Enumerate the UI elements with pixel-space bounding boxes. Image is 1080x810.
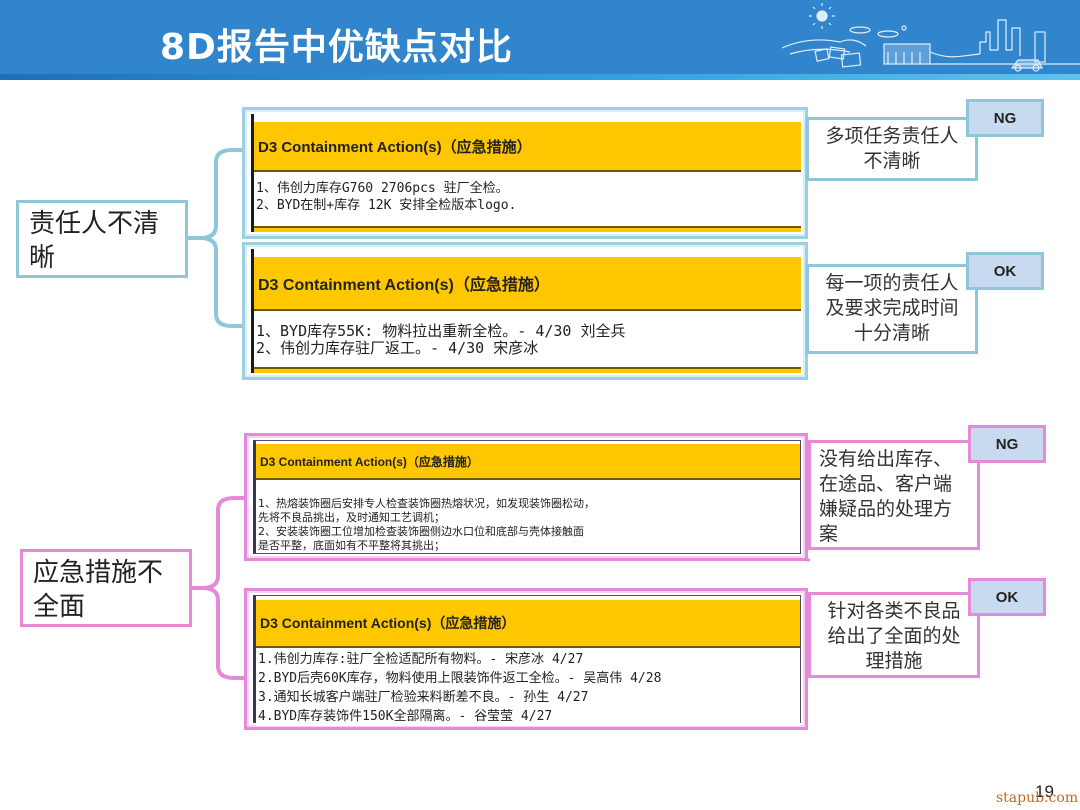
d3-footer	[254, 367, 801, 373]
d3-line: 1.伟创力库存:驻厂全检适配所有物料。- 宋彦冰 4/27	[258, 652, 584, 667]
comment-box-ng: 没有给出库存、 在途品、客户端 嫌疑品的处理方 案	[808, 440, 980, 550]
group-label-line: 全面	[33, 592, 86, 622]
d3-line: 4.BYD库存装饰件150K全部隔离。- 谷莹莹 4/27	[258, 709, 553, 724]
comment-line: 十分清晰	[853, 322, 930, 344]
d3-line: 1、热熔装饰圈后安排专人检查装饰圈热熔状况，如发现装饰圈松动，	[258, 497, 595, 510]
d3-line: 先将不良品挑出，及时通知工艺调机；	[258, 511, 445, 524]
slide-header: 8D报告中优缺点对比	[0, 0, 1080, 80]
ok-badge: OK	[968, 578, 1046, 616]
d3-line: 1、BYD库存55K: 物料拉出重新全检。- 4/30 刘全兵	[256, 322, 626, 340]
d3-line: 2、伟创力库存驻厂返工。- 4/30 宋彦冰	[256, 339, 539, 357]
comment-line: 嫌疑品的处理方	[819, 498, 953, 520]
d3-header: D3 Containment Action(s)（应急措施）	[256, 444, 800, 480]
page-number: 19	[1035, 782, 1054, 801]
comment-line: 每一项的责任人	[825, 272, 959, 294]
comment-line: 案	[819, 523, 839, 545]
d3-body: 1、BYD库存55K: 物料拉出重新全检。- 4/30 刘全兵 2、伟创力库存驻…	[254, 323, 801, 357]
comment-line: 及要求完成时间	[825, 297, 959, 319]
comment-box-ng: 多项任务责任人 不清晰	[806, 117, 978, 181]
d3-line: 1、伟创力库存G760 2706pcs 驻厂全检。	[256, 181, 509, 196]
comment-line: 针对各类不良品	[827, 600, 961, 622]
watermark: stapub.com	[996, 790, 1079, 806]
ng-badge: NG	[966, 99, 1044, 137]
d3-example-card-ok: D3 Containment Action(s)（应急措施） 1、BYD库存55…	[242, 242, 808, 380]
slide-title: 8D报告中优缺点对比	[160, 27, 513, 68]
d3-footer	[254, 226, 801, 232]
d3-body: 1、伟创力库存G760 2706pcs 驻厂全检。 2、BYD在制+库存 12K…	[254, 180, 801, 214]
d3-line: 2.BYD后壳60K库存，物料使用上限装饰件返工全检。- 吴高伟 4/28	[258, 671, 662, 686]
d3-body: 1、热熔装饰圈后安排专人检查装饰圈热熔状况，如发现装饰圈松动， 先将不良品挑出，…	[256, 497, 800, 553]
city-landscape-icon	[781, 3, 1080, 72]
group-label-line: 责任人不清	[29, 209, 160, 239]
comment-line: 没有给出库存、	[819, 448, 953, 470]
d3-line: 是否平整，底面如有不平整将其挑出；	[258, 539, 445, 552]
d3-header: D3 Containment Action(s)（应急措施）	[254, 122, 801, 172]
ok-badge: OK	[966, 252, 1044, 290]
comment-line: 理措施	[865, 650, 923, 672]
group-label-incomplete-actions: 应急措施不 全面	[20, 549, 192, 627]
group-label-unclear-owner: 责任人不清 晰	[16, 200, 188, 278]
d3-line: 3.通知长城客户端驻厂检验来料断差不良。- 孙生 4/27	[258, 690, 589, 705]
comment-line: 在途品、客户端	[819, 473, 953, 495]
comment-line: 多项任务责任人	[825, 125, 959, 147]
d3-example-card-ok: D3 Containment Action(s)（应急措施） 1.伟创力库存:驻…	[244, 588, 808, 730]
d3-body: 1.伟创力库存:驻厂全检适配所有物料。- 宋彦冰 4/27 2.BYD后壳60K…	[256, 650, 800, 726]
d3-example-card-ng: D3 Containment Action(s)（应急措施） 1、伟创力库存G7…	[242, 107, 808, 239]
header-underline	[0, 74, 1080, 80]
group-label-line: 晰	[29, 243, 56, 273]
group-label-line: 应急措施不	[33, 558, 164, 588]
comment-box-ok: 针对各类不良品 给出了全面的处 理措施	[808, 592, 980, 678]
comment-box-ok: 每一项的责任人 及要求完成时间 十分清晰	[806, 264, 978, 354]
d3-line: 2、安装装饰圈工位增加检查装饰圈侧边水口位和底部与壳体接触面	[258, 525, 584, 538]
comment-line: 不清晰	[863, 150, 921, 172]
d3-header: D3 Containment Action(s)（应急措施）	[254, 257, 801, 311]
ng-badge: NG	[968, 425, 1046, 463]
d3-header: D3 Containment Action(s)（应急措施）	[256, 600, 800, 648]
d3-example-card-ng: D3 Containment Action(s)（应急措施） 1、热熔装饰圈后安…	[244, 433, 808, 561]
comment-line: 给出了全面的处	[827, 625, 961, 647]
d3-line: 2、BYD在制+库存 12K 安排全检版本logo.	[256, 198, 517, 213]
